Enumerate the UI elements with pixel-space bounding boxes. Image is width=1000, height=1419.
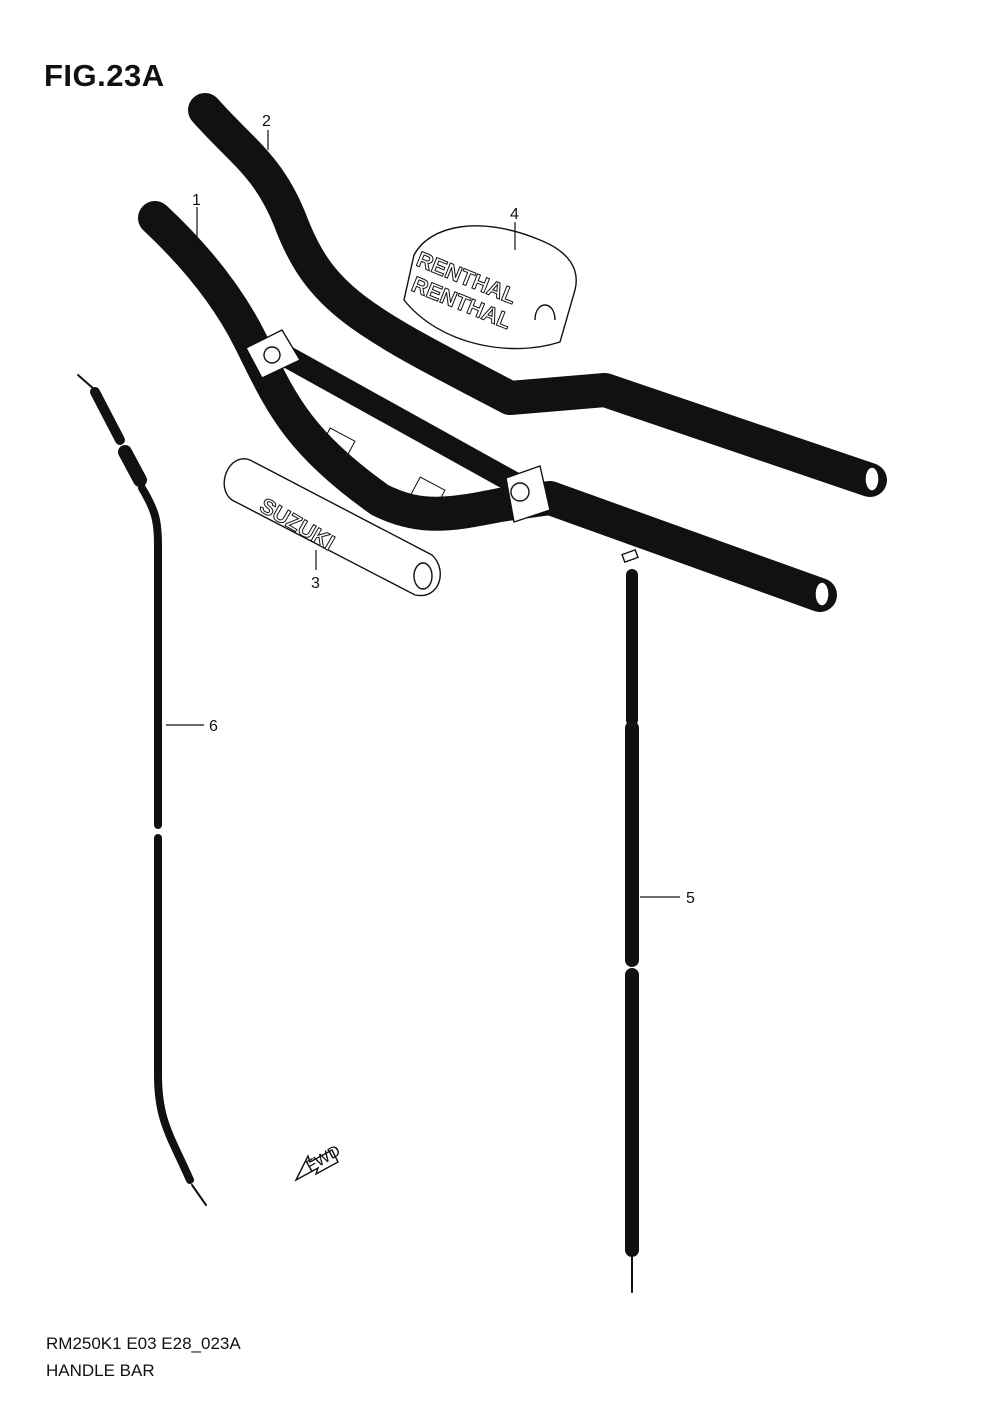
callout-number: 6 <box>209 718 218 735</box>
handle-bar-a <box>138 201 837 612</box>
fwd-arrow-icon: FWD <box>294 1143 344 1182</box>
diagram-code: RM250K1 E03 E28_023A <box>46 1334 241 1353</box>
callout-number: 4 <box>510 206 519 223</box>
bar-clamp-left <box>245 329 301 379</box>
bar-pad: RENTHAL RENTHAL <box>403 225 577 350</box>
callout-4: 4 <box>510 206 519 250</box>
callout-2: 2 <box>262 113 271 150</box>
callout-number: 3 <box>311 575 320 592</box>
cable-right <box>621 548 639 1293</box>
cable-left <box>77 374 207 1206</box>
callout-number: 2 <box>262 113 271 130</box>
callout-6: 6 <box>166 718 218 735</box>
handle-bar-b <box>188 93 887 497</box>
callout-5: 5 <box>640 890 695 907</box>
callout-number: 1 <box>192 192 201 209</box>
callout-3: 3 <box>311 550 320 592</box>
callout-number: 5 <box>686 890 695 907</box>
figure-title: FIG.23A <box>44 58 165 93</box>
bar-clamp-right <box>505 465 551 523</box>
diagram-name: HANDLE BAR <box>46 1361 155 1380</box>
crossbar-pad: SUZUKI <box>223 458 441 597</box>
callout-1: 1 <box>192 192 201 248</box>
